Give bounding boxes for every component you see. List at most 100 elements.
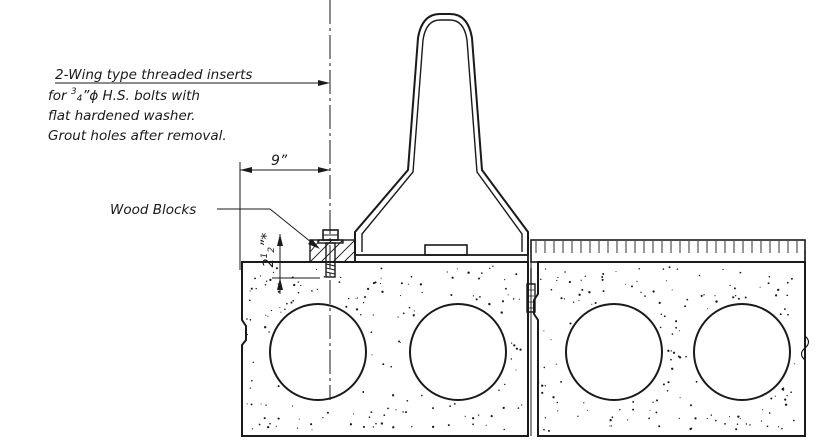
stipple-dot bbox=[580, 279, 582, 281]
stipple-dot bbox=[431, 425, 435, 429]
stipple-dot bbox=[251, 380, 253, 382]
threaded-insert bbox=[325, 263, 336, 275]
stipple-dot bbox=[277, 283, 279, 285]
stipple-dot bbox=[609, 419, 612, 422]
stipple-dot bbox=[563, 298, 566, 300]
stipple-dot bbox=[660, 313, 663, 316]
stipple-dot bbox=[782, 388, 785, 391]
stipple-dot bbox=[577, 415, 579, 417]
note-line-1: 2-Wing type threaded inserts bbox=[55, 67, 252, 83]
stipple-dot bbox=[293, 283, 296, 287]
stipple-dot bbox=[338, 281, 341, 283]
stipple-dot bbox=[555, 363, 557, 365]
stipple-dot bbox=[729, 284, 731, 287]
barrier-inner-outline bbox=[361, 19, 523, 252]
stipple-dot bbox=[638, 268, 640, 270]
stipple-dot bbox=[500, 311, 503, 314]
stipple-dot bbox=[370, 411, 373, 414]
dim-arrow-right bbox=[318, 167, 330, 173]
shear-key bbox=[526, 262, 536, 436]
concrete-barrier bbox=[354, 13, 529, 255]
stipple-dot bbox=[260, 403, 262, 405]
stipple-dot bbox=[504, 287, 507, 290]
stipple-dot bbox=[652, 401, 654, 403]
stipple-dot bbox=[291, 405, 294, 407]
bearing-plate bbox=[354, 244, 529, 263]
stipple-dot bbox=[510, 358, 513, 360]
stipple-dot bbox=[670, 358, 672, 361]
stipple-dot bbox=[556, 279, 558, 282]
stipple-dot bbox=[786, 294, 789, 297]
stipple-dot bbox=[715, 419, 717, 422]
stipple-dot bbox=[768, 412, 771, 414]
stipple-dot bbox=[488, 302, 491, 306]
stipple-dot bbox=[521, 404, 523, 406]
stipple-dot bbox=[734, 295, 737, 297]
stipple-dot bbox=[250, 287, 253, 290]
stipple-dot bbox=[360, 313, 362, 316]
stipple-dot bbox=[591, 303, 593, 305]
stipple-dot bbox=[392, 426, 395, 429]
stipple-dot bbox=[269, 278, 272, 282]
stipple-dot bbox=[655, 399, 659, 402]
stipple-dot bbox=[480, 272, 483, 274]
stipple-dot bbox=[402, 312, 405, 315]
spacing-dimension: 9” bbox=[239, 153, 330, 270]
stipple-dot bbox=[768, 275, 771, 278]
stipple-dot bbox=[644, 295, 646, 297]
stipple-dot bbox=[671, 333, 674, 335]
stipple-dot bbox=[515, 347, 518, 350]
stipple-dot bbox=[352, 413, 355, 415]
stipple-dot bbox=[658, 425, 661, 428]
stipple-dot bbox=[619, 408, 621, 411]
stipple-dot bbox=[380, 277, 382, 279]
bearing-plate-outline bbox=[354, 254, 529, 263]
stipple-dot bbox=[291, 276, 294, 279]
stipple-dot bbox=[252, 361, 254, 364]
stipple-dot bbox=[602, 290, 605, 293]
slab-void-1 bbox=[269, 303, 367, 401]
stipple-dot bbox=[347, 297, 350, 300]
stipple-dot bbox=[297, 291, 300, 294]
stipple-dot bbox=[498, 389, 500, 391]
stipple-dot bbox=[504, 383, 506, 386]
stipple-dot bbox=[745, 423, 748, 425]
stipple-dot bbox=[594, 301, 597, 305]
stipple-dot bbox=[790, 391, 793, 394]
stipple-dot bbox=[640, 291, 642, 294]
stipple-dot bbox=[380, 422, 384, 425]
stipple-dot bbox=[519, 348, 522, 351]
stipple-dot bbox=[258, 423, 261, 426]
height-arrow-top bbox=[277, 234, 283, 246]
break-line bbox=[800, 250, 810, 436]
stipple-dot bbox=[632, 400, 635, 403]
stipple-dot bbox=[793, 363, 795, 365]
stipple-dot bbox=[578, 293, 581, 296]
stipple-dot bbox=[323, 275, 326, 278]
stipple-dot bbox=[666, 390, 669, 392]
stipple-dot bbox=[387, 407, 389, 410]
stipple-dot bbox=[246, 318, 248, 320]
stipple-dot bbox=[636, 280, 638, 283]
stipple-dot bbox=[658, 301, 661, 304]
stipple-dot bbox=[248, 299, 251, 302]
stipple-dot bbox=[707, 308, 709, 310]
stipple-dot bbox=[382, 363, 385, 366]
stipple-dot bbox=[685, 355, 687, 358]
stipple-dot bbox=[447, 424, 450, 427]
stipple-dot bbox=[786, 395, 788, 397]
stipple-dot bbox=[602, 273, 605, 275]
stipple-dot bbox=[698, 274, 701, 277]
stipple-dot bbox=[543, 428, 545, 431]
stipple-dot bbox=[762, 409, 764, 411]
note-line-4: Grout holes after removal. bbox=[48, 128, 227, 144]
stipple-dot bbox=[679, 397, 681, 399]
stipple-dot bbox=[475, 298, 478, 301]
stipple-dot bbox=[355, 297, 357, 299]
stipple-dot bbox=[675, 326, 677, 329]
stipple-dot bbox=[349, 423, 353, 426]
stipple-dot bbox=[667, 349, 670, 352]
stipple-dot bbox=[397, 316, 399, 318]
shear-key-grout bbox=[526, 268, 536, 313]
stipple-dot bbox=[412, 314, 415, 317]
